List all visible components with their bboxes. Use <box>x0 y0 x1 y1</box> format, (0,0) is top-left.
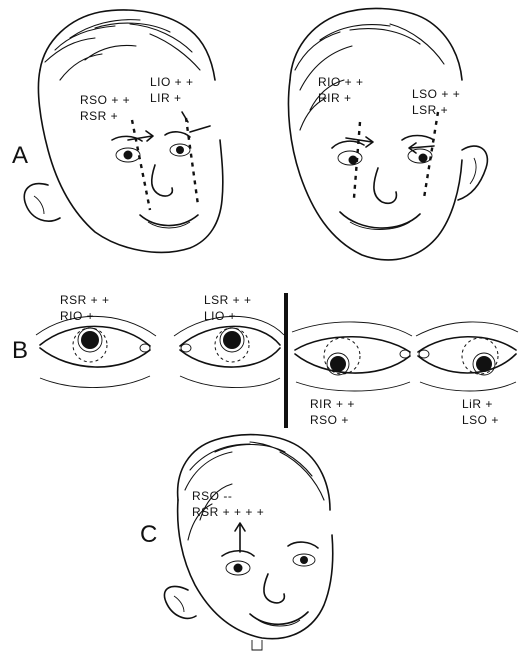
panel-a-left-face-labels: RSO + + RSR + LIO + + LIR + <box>80 75 194 123</box>
muscle-label: RSO + + <box>80 93 130 107</box>
panel-a-left-face <box>24 10 223 252</box>
panel-b-labels: RSR + + RIO + LSR + + LIO + RIR + + RSO … <box>60 293 499 427</box>
muscle-label: RIR + <box>318 91 352 105</box>
panel-b-eye-1 <box>36 316 156 387</box>
panel-c-face <box>164 435 332 650</box>
muscle-label: LIO + <box>204 309 236 323</box>
panel-b-letter: B <box>12 337 28 364</box>
muscle-label: RSO + <box>310 413 349 427</box>
panel-b-eye-2 <box>174 316 284 387</box>
muscle-label: RSR + + + + <box>192 505 264 519</box>
muscle-label: LSO + <box>462 413 499 427</box>
muscle-label: LSR + <box>412 103 448 117</box>
muscle-label: RSO -- <box>192 489 232 503</box>
muscle-label: RSR + + <box>60 293 110 307</box>
muscle-label: RIO + + <box>318 75 364 89</box>
muscle-label: RIR + + <box>310 397 355 411</box>
muscle-label: LIO + + <box>150 75 194 89</box>
panel-c-labels: RSO -- RSR + + + + <box>192 489 264 519</box>
muscle-label: RSR + <box>80 109 118 123</box>
muscle-label: LiR + <box>462 397 493 411</box>
panel-b-eye-3 <box>292 322 412 391</box>
muscle-label: LSR + + <box>204 293 252 307</box>
muscle-label: LIR + <box>150 91 182 105</box>
panel-c-letter: C <box>140 521 157 548</box>
panel-a-letter: A <box>12 142 28 169</box>
panel-a-right-face-labels: RIO + + RIR + LSO + + LSR + <box>318 75 460 117</box>
muscle-label: LSO + + <box>412 87 460 101</box>
panel-a-right-face <box>288 8 487 259</box>
muscle-label: RIO + <box>60 309 94 323</box>
panel-b-eye-4 <box>416 322 518 391</box>
